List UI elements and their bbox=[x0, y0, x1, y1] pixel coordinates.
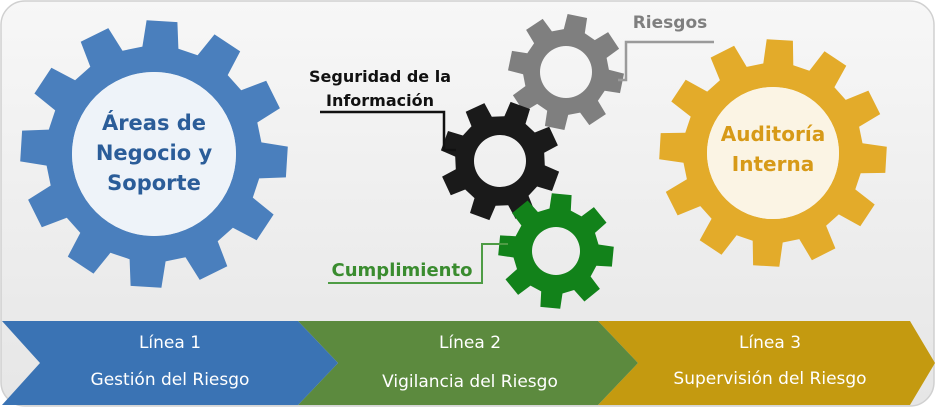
infosec-gear-icon bbox=[440, 101, 560, 221]
gear-audit-center bbox=[707, 87, 839, 219]
business-gear-label-line2: Negocio y bbox=[96, 141, 213, 165]
line2-title: Línea 2 bbox=[439, 333, 501, 353]
audit-gear-label-line2: Interna bbox=[732, 152, 814, 176]
risk-label: Riesgos bbox=[633, 13, 708, 33]
audit-gear-icon bbox=[659, 39, 887, 267]
line1-title: Línea 1 bbox=[139, 333, 201, 353]
risk-gear-icon bbox=[508, 14, 624, 130]
compliance-callout-line bbox=[328, 243, 508, 284]
line2-band bbox=[298, 321, 638, 405]
risk-callout-line bbox=[618, 40, 714, 82]
gear-business-center bbox=[72, 72, 236, 236]
line3-band bbox=[598, 321, 935, 405]
infosec-label-line1: Seguridad de la bbox=[309, 67, 451, 86]
infosec-label-line2: Información bbox=[326, 91, 434, 110]
compliance-label: Cumplimiento bbox=[332, 260, 473, 281]
business-gear-label-line3: Soporte bbox=[107, 171, 201, 195]
line1-band bbox=[2, 321, 338, 405]
line2-subtitle: Vigilancia del Riesgo bbox=[382, 372, 558, 392]
business-gear-icon bbox=[20, 20, 288, 288]
business-gear-label-line1: Áreas de bbox=[102, 110, 206, 135]
compliance-gear-icon bbox=[498, 193, 614, 309]
line3-title: Línea 3 bbox=[739, 333, 801, 353]
audit-gear-label-line1: Auditoría bbox=[721, 122, 825, 146]
line1-subtitle: Gestión del Riesgo bbox=[91, 370, 250, 390]
line3-subtitle: Supervisión del Riesgo bbox=[673, 369, 866, 389]
infosec-callout-line bbox=[320, 110, 456, 152]
